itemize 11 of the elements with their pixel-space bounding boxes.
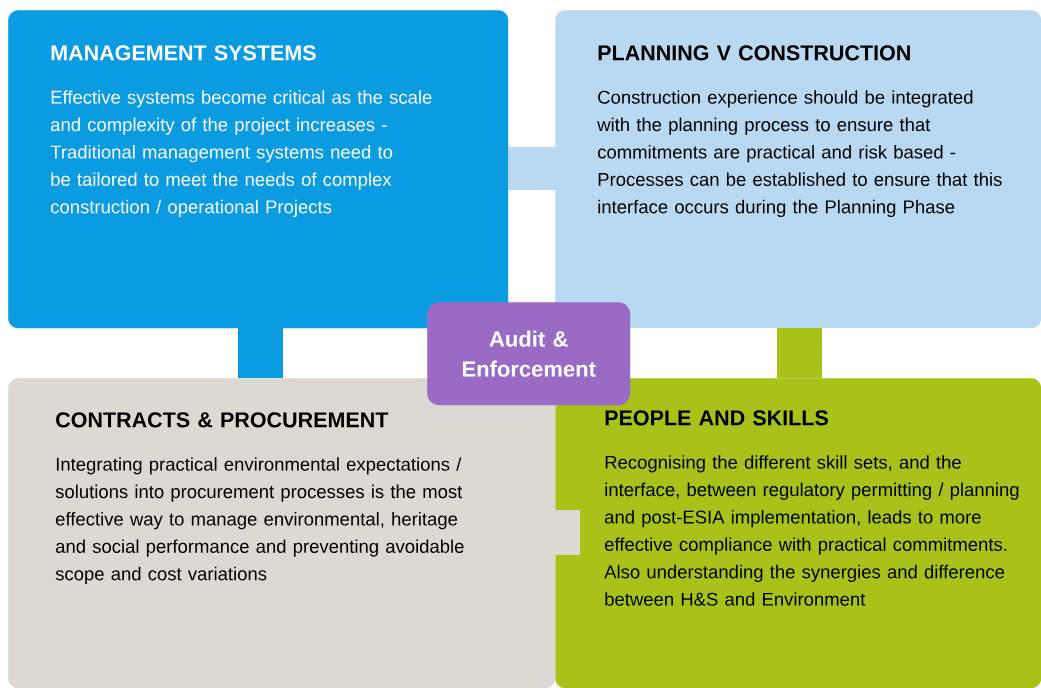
panel-text: Construction experience should be integrated with the planning process to ensure that commitments are practical and risk based - Processes can be established to ensure that this interface occurs during the Planning Phase (597, 90, 1002, 218)
panel-text: Integrating practical environmental expectations / solutions into procurement processes is the most effective way to manage environmental, heritage and social performance and preventing avoidable scope and cost variations (55, 457, 464, 585)
panel-heading: PLANNING V CONSTRUCTION (598, 45, 910, 61)
panel (8, 378, 580, 688)
panel-text: Recognising the different skill sets, and the interface, between regulatory permitting / planning and post-ESIA implementation, leads to more effective compliance with practical commitments. Also understanding the synergies and difference between H&S and Environment (604, 455, 1019, 606)
panel-heading: MANAGEMENT SYSTEMS (51, 45, 316, 61)
panel (508, 10, 1041, 329)
panel-heading: PEOPLE AND SKILLS (605, 410, 828, 426)
panel-heading: CONTRACTS & PROCUREMENT (56, 412, 389, 428)
panel-text: Effective systems become critical as the scale and complexity of the project increases - Traditional management systems need to be tailored to meet the needs of complex construction / operational Projects (50, 90, 432, 218)
center-box: Audit & Enforcement (427, 302, 631, 406)
